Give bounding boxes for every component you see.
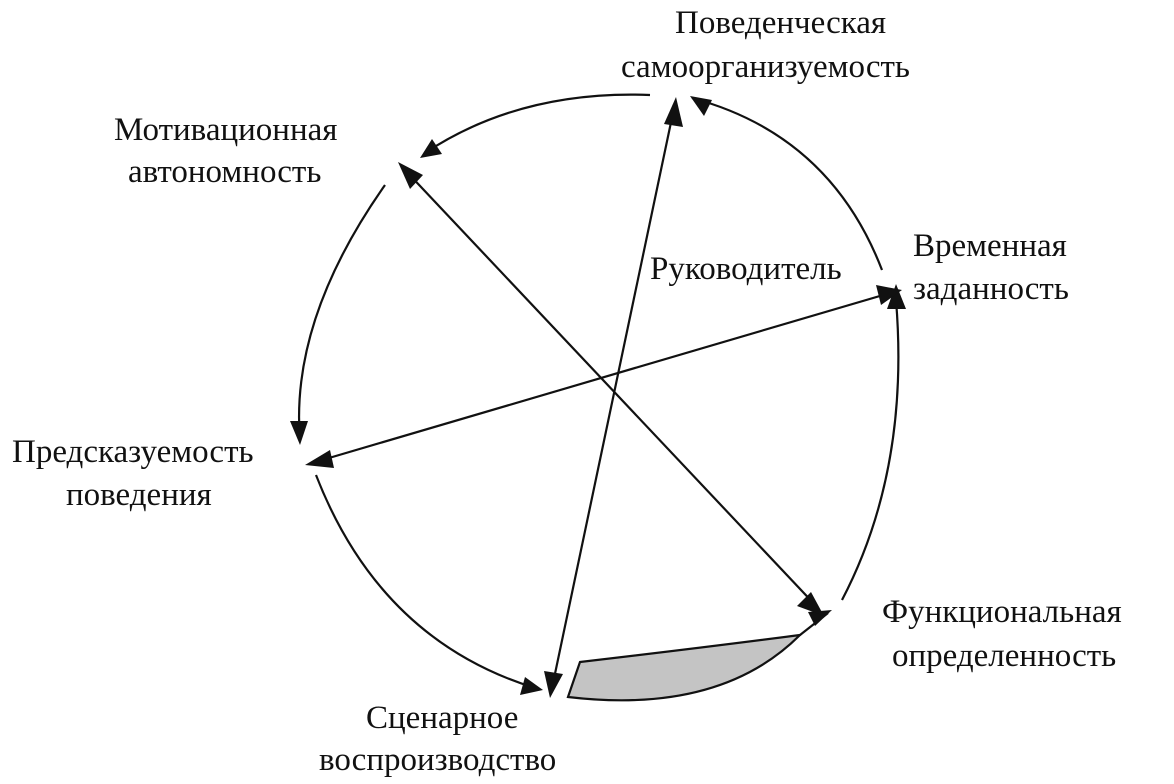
node-functional-line-2: определенность — [892, 638, 1116, 674]
node-temporal-line-2: заданность — [913, 271, 1069, 307]
arrowhead-scenario-left — [520, 677, 543, 695]
arrowhead-predictability-top — [290, 421, 308, 445]
axis-scenario-behavioral — [550, 107, 676, 689]
node-scenario-line-1: Сценарное — [366, 700, 518, 736]
node-motivational-line-1: Мотивационная — [114, 112, 337, 148]
arc-temporal-to-behavioral — [691, 96, 884, 271]
arrowhead-temporal-bottom — [887, 284, 906, 309]
node-temporal-line-1: Временная — [913, 228, 1067, 264]
axis-arrowhead-motivational — [398, 162, 423, 189]
node-behavioral-line-2: самоорганизуемость — [621, 49, 910, 85]
arrowhead-behavioral-top-right — [690, 96, 712, 116]
axis-arrowhead-predictability — [305, 450, 334, 468]
node-functional-line-1: Функциональная — [882, 594, 1122, 630]
arrowhead-functional-left — [808, 610, 832, 626]
axis-arrowhead-temporal — [876, 285, 902, 305]
arc-predictability-to-scenario — [314, 474, 536, 690]
axis-arrowhead-scenario — [544, 671, 563, 698]
arc-behavioral-to-motivational — [424, 93, 651, 154]
shaded-segment — [566, 633, 804, 702]
axis-arrowhead-behavioral — [664, 97, 683, 127]
node-scenario-line-2: воспроизводство — [319, 742, 556, 778]
node-behavioral-line-1: Поведенческая — [675, 5, 886, 41]
arc-functional-to-temporal — [841, 299, 900, 601]
axis-arrowhead-functional — [797, 592, 824, 616]
node-predictability-line-1: Предсказуемость — [12, 434, 254, 470]
axis-motivational-functional — [404, 169, 819, 609]
center-label: Руководитель — [650, 251, 842, 287]
node-predictability-line-2: поведения — [66, 477, 212, 513]
arrowhead-motivational-top — [420, 139, 442, 158]
node-motivational-line-2: автономность — [128, 154, 321, 190]
arc-motivational-to-predictability — [298, 184, 386, 441]
